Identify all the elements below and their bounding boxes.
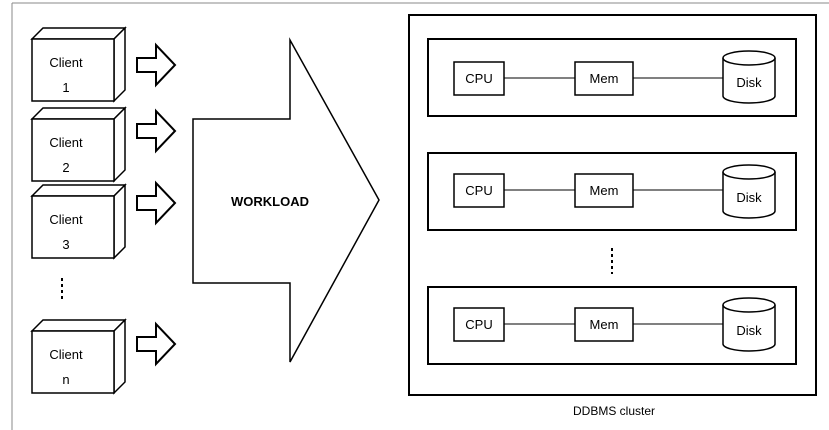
mem-box	[574, 173, 634, 208]
client-2: Client 2	[30, 106, 127, 183]
cpu-box	[453, 173, 505, 208]
arrow-icon	[136, 321, 177, 367]
client-2-label: Client	[49, 135, 83, 150]
client-3-index: 3	[62, 237, 69, 252]
cluster-node-3: CPU Mem Disk	[427, 286, 797, 365]
workload-arrow: WORKLOAD	[192, 37, 380, 363]
arrow-icon	[136, 180, 177, 226]
client-1-index: 1	[62, 80, 69, 95]
mem-box	[574, 61, 634, 96]
client-2-index: 2	[62, 160, 69, 175]
mem-label: Mem	[590, 317, 619, 332]
disk-label: Disk	[736, 75, 762, 90]
workload-label: WORKLOAD	[231, 194, 309, 209]
cluster-node-1: CPU Mem Disk	[427, 38, 797, 117]
arrow-icon	[136, 108, 177, 154]
client-n: Client n	[30, 318, 127, 395]
client-3-label: Client	[49, 212, 83, 227]
disk-icon	[722, 297, 776, 352]
client-3: Client 3	[30, 183, 127, 260]
client-1: Client 1	[30, 26, 127, 103]
client-1-label: Client	[49, 55, 83, 70]
cpu-label: CPU	[465, 71, 492, 86]
cpu-box	[453, 307, 505, 342]
cpu-label: CPU	[465, 317, 492, 332]
cpu-box	[453, 61, 505, 96]
disk-label: Disk	[736, 323, 762, 338]
disk-label: Disk	[736, 190, 762, 205]
cluster-caption: DDBMS cluster	[573, 404, 655, 418]
cpu-label: CPU	[465, 183, 492, 198]
disk-icon	[722, 50, 776, 104]
arrow-icon	[136, 42, 177, 88]
client-n-index: n	[62, 372, 69, 387]
mem-label: Mem	[590, 183, 619, 198]
mem-box	[574, 307, 634, 342]
cluster-node-2: CPU Mem Disk	[427, 152, 797, 231]
disk-icon	[722, 164, 776, 219]
client-n-label: Client	[49, 347, 83, 362]
mem-label: Mem	[590, 71, 619, 86]
